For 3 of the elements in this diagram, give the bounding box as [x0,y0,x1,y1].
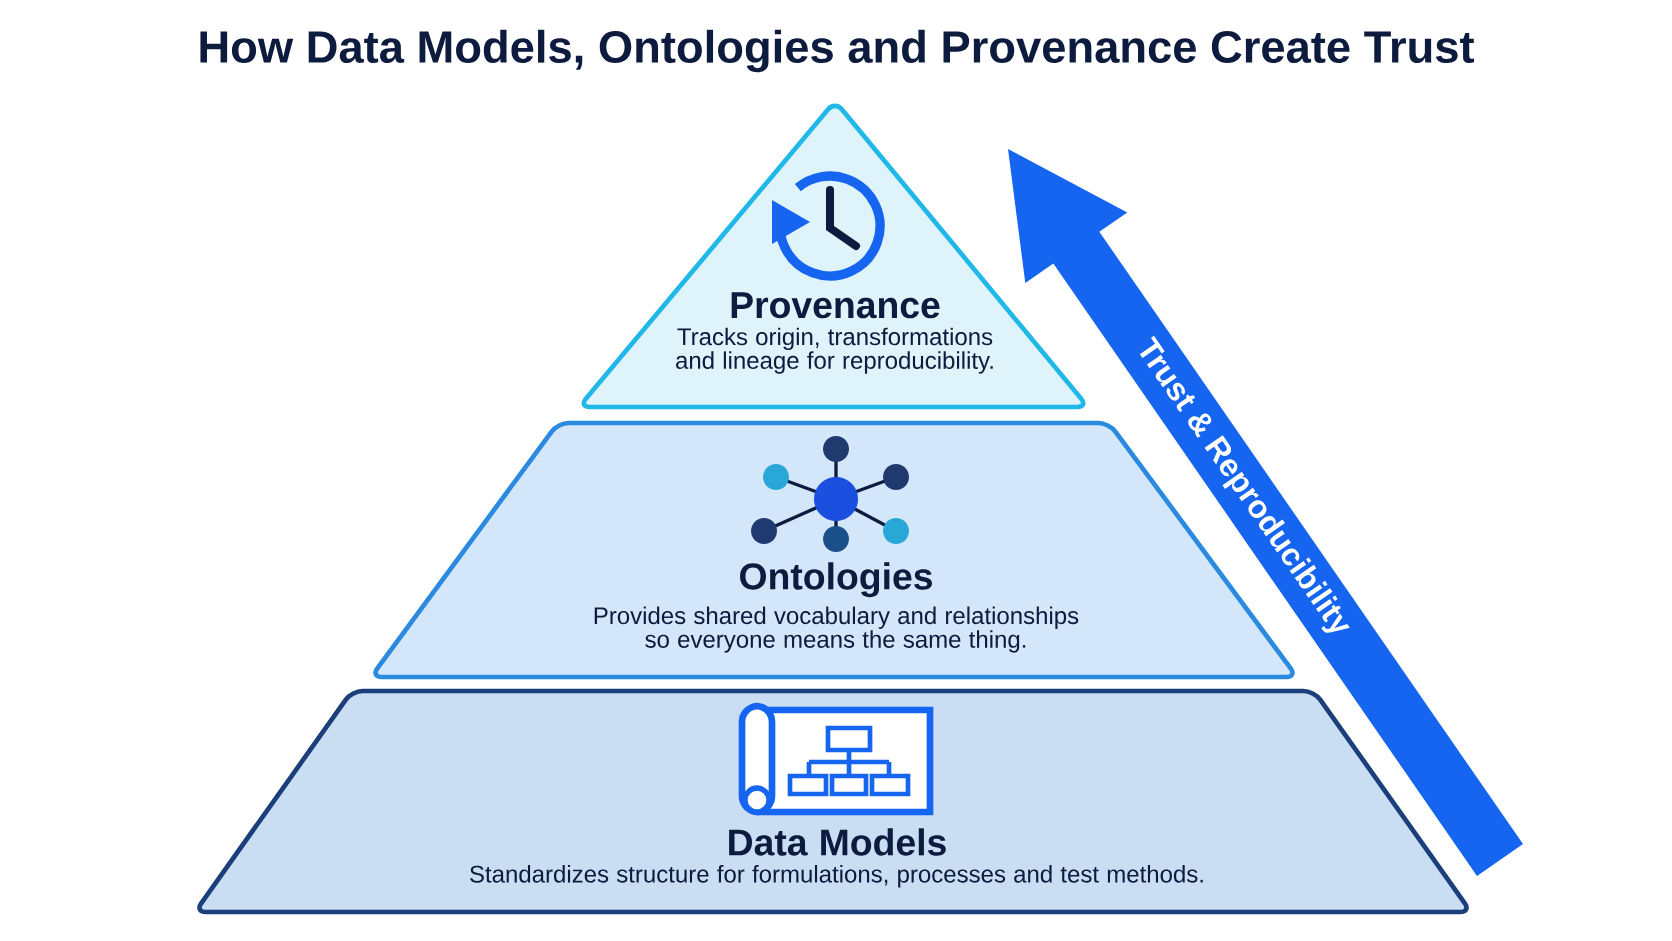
title: How Data Models, Ontologies and Provenance Create Trust [200,29,1474,73]
pyramid-tier: Provenance Tracks origin, transformations and lineage for reproducibility. [581,103,1086,410]
pyramid-tier: Data Models Standardizes structure for formulations, processes and test methods. [197,688,1469,915]
